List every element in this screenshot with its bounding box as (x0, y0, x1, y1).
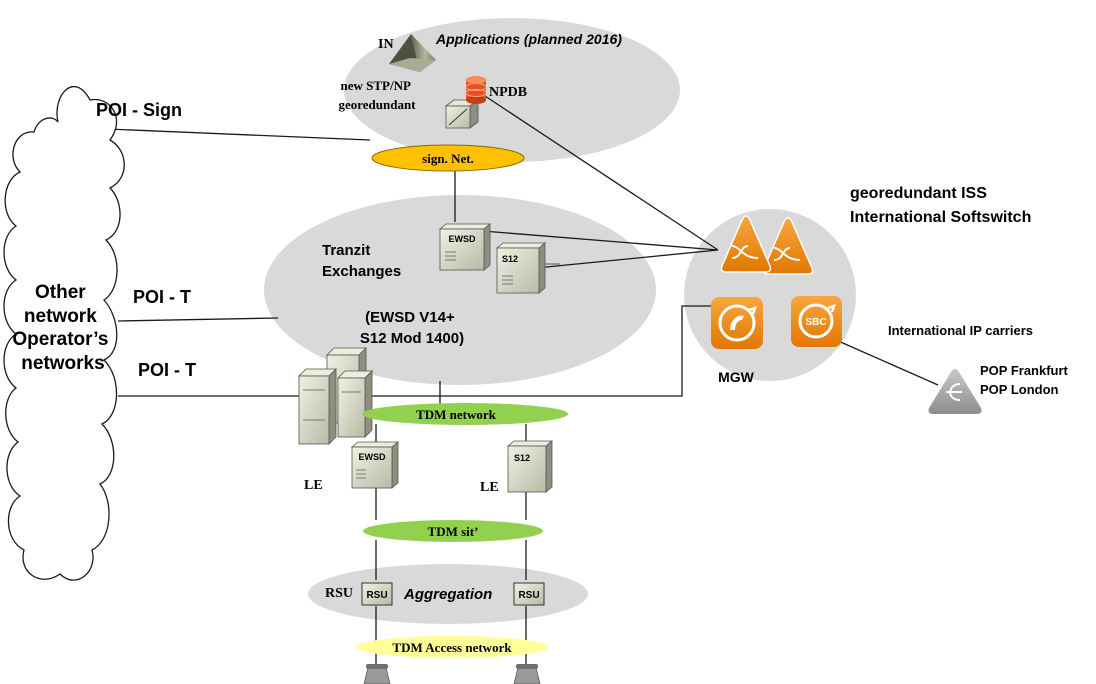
transit-models-line-2: S12 Mod 1400) (360, 330, 464, 347)
transit-s12-exchange-icon (495, 242, 560, 294)
le-server-tower-front (298, 368, 337, 445)
pop-router-icon (928, 369, 982, 414)
npdb-to-iss-link (484, 95, 719, 251)
cloud-title-line-3: Operator’s (12, 329, 108, 350)
connection-lines (107, 95, 939, 664)
rsu-box-right-label: RSU (518, 590, 539, 601)
tdm-sit-label: TDM sit’ (428, 524, 479, 539)
transit-ewsd-label: EWSD (449, 234, 477, 244)
poi-t-link-2 (118, 305, 720, 397)
tdm-network-ellipse (362, 403, 568, 425)
pop-frankfurt: POP Frankfurt (980, 363, 1069, 378)
iss-title-line-1: georedundant ISS (850, 185, 987, 202)
transit-title-line-1: Tranzit (322, 242, 370, 259)
stp-label-line-1: new STP/NP (341, 78, 411, 93)
le-label-right: LE (480, 480, 499, 495)
transit-title-line-2: Exchanges (322, 263, 401, 280)
transit-ellipse (264, 195, 656, 385)
rsu-box-right: RSU (513, 582, 545, 606)
poi-t-link-1 (117, 317, 279, 322)
applications-title: Applications (planned 2016) (435, 31, 622, 47)
pop-london: POP London (980, 382, 1059, 397)
s12-to-iss-link (515, 249, 719, 271)
sbc-icon: SBC (791, 296, 842, 347)
transit-s12-label: S12 (502, 254, 518, 264)
npdb-label: NPDB (489, 85, 527, 100)
aggregation-label: Aggregation (403, 586, 492, 603)
iss-title-line-2: International Softswitch (850, 209, 1031, 226)
rsu-box-left: RSU (361, 582, 393, 606)
le-server-tower-middle (337, 370, 373, 438)
sign-net-ellipse (371, 144, 525, 172)
poi-sign-link (107, 128, 371, 141)
tdm-sit-ellipse (363, 520, 543, 542)
cloud-title-line-2: network (24, 306, 97, 327)
le-label-left: LE (304, 478, 323, 493)
le-s12-exchange-icon (506, 440, 554, 493)
tdm-network-label: TDM network (416, 407, 497, 422)
ewsd-to-iss-link (469, 229, 719, 251)
phone-icon-left (363, 664, 391, 684)
transit-ewsd-exchange-icon (438, 223, 492, 271)
tdm-access-label: TDM Access network (392, 640, 512, 655)
rsu-box-left-label: RSU (366, 590, 387, 601)
sbc-icon-label: SBC (805, 317, 826, 328)
transit-title: Tranzit Exchanges (322, 242, 401, 280)
cloud-title-line-1: Other (35, 282, 86, 303)
iss-ellipse (684, 209, 856, 381)
softswitch-icon (720, 215, 814, 275)
stp-server-icon (444, 99, 480, 129)
aggregation-ellipse (308, 564, 588, 624)
le-server-cluster-icon (298, 347, 373, 445)
stp-label-line-2: georedundant (338, 97, 416, 112)
sign-net-label: sign. Net. (422, 151, 474, 166)
phone-icon-right (513, 664, 541, 684)
transit-models: (EWSD V14+ S12 Mod 1400) (360, 309, 464, 347)
le-s12-label: S12 (514, 453, 530, 463)
tdm-access-ellipse (356, 636, 548, 658)
le-ewsd-label: EWSD (359, 452, 387, 462)
in-label: IN (378, 37, 394, 52)
npdb-database-icon (465, 76, 487, 104)
poi-sign-label: POI - Sign (96, 100, 182, 120)
transit-models-line-1: (EWSD V14+ (365, 309, 455, 326)
poi-t-label-1: POI - T (133, 287, 191, 307)
mgw-label: MGW (718, 369, 755, 385)
mgw-gateway-icon (711, 297, 763, 349)
rsu-label: RSU (325, 586, 353, 601)
carriers-title: International IP carriers (888, 323, 1033, 338)
poi-t-label-2: POI - T (138, 360, 196, 380)
pop-list: POP Frankfurt POP London (980, 363, 1072, 397)
cloud-title-line-4: networks (21, 353, 104, 374)
stp-label: new STP/NP georedundant (338, 78, 416, 112)
sbc-to-pop-link (835, 339, 939, 386)
iss-title: georedundant ISS International Softswitc… (850, 185, 1031, 226)
cloud-title: Other network Operator’s networks (12, 282, 113, 374)
in-pyramid-icon (389, 34, 436, 72)
le-ewsd-exchange-icon (350, 441, 400, 489)
other-operators-cloud: Other network Operator’s networks (3, 85, 125, 581)
